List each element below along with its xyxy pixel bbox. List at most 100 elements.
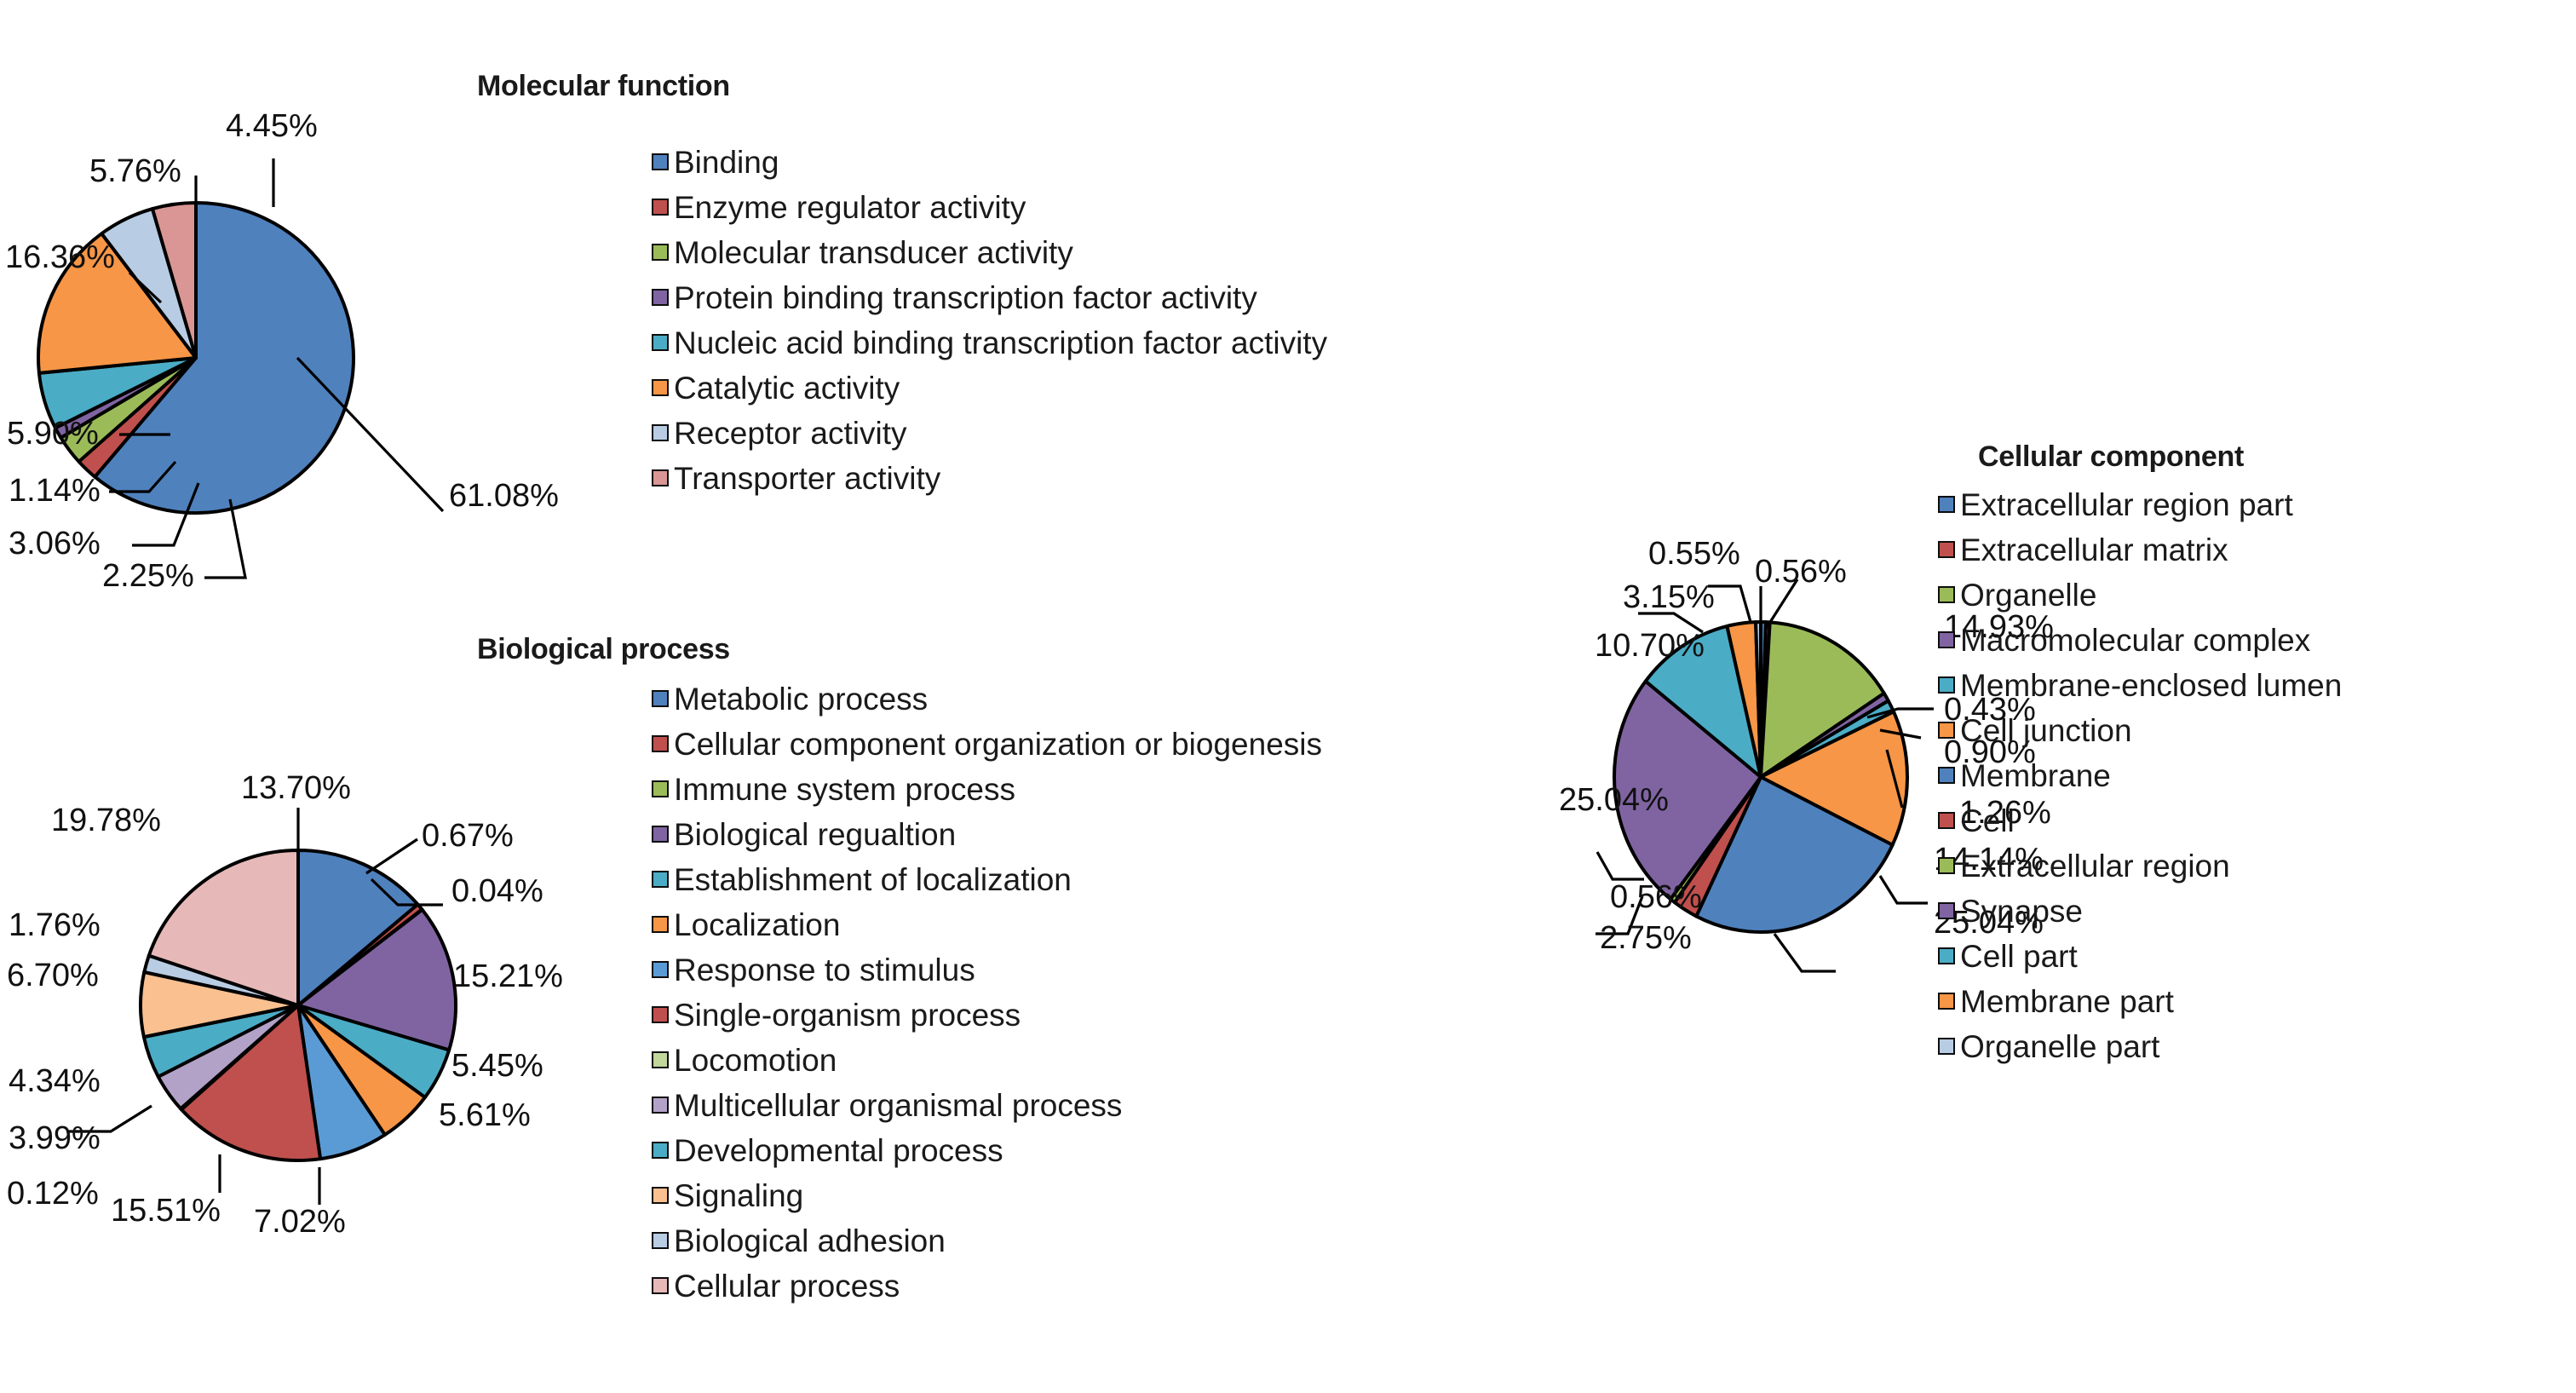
legend-item[interactable]: Extracellular region part xyxy=(1938,482,2342,527)
pie-slice[interactable] xyxy=(1759,710,1909,847)
legend-item[interactable]: Localization xyxy=(652,902,1322,947)
bp-pct-metabolic: 13.70% xyxy=(241,770,351,806)
legend-item[interactable]: Molecular transducer activity xyxy=(652,230,1327,275)
bp-pct-multicellular: 3.99% xyxy=(9,1120,101,1156)
mf-pct-molecular-transducer: 3.06% xyxy=(9,526,101,561)
legend-label: Response to stimulus xyxy=(674,953,975,987)
legend-label: Organelle xyxy=(1960,578,2097,613)
legend-swatch-icon xyxy=(652,1232,669,1249)
pie-slice[interactable] xyxy=(296,907,457,1052)
legend-item[interactable]: Organelle xyxy=(1938,573,2342,618)
legend-item[interactable]: Binding xyxy=(652,140,1327,185)
legend-label: Cellular component organization or bioge… xyxy=(674,727,1323,762)
legend-swatch-icon xyxy=(1938,812,1955,829)
legend-label: Biological adhesion xyxy=(674,1223,946,1258)
biological-process-title: Biological process xyxy=(477,633,730,665)
legend-label: Transporter activity xyxy=(674,461,941,496)
cc-pct-synapse: 25.04% xyxy=(1559,782,1669,818)
legend-item[interactable]: Developmental process xyxy=(652,1128,1322,1173)
bp-pct-single-organism: 15.51% xyxy=(111,1193,221,1229)
legend-swatch-icon xyxy=(1938,993,1955,1010)
legend-item[interactable]: Transporter activity xyxy=(652,456,1327,501)
legend-label: Developmental process xyxy=(674,1133,1003,1168)
legend-item[interactable]: Membrane-enclosed lumen xyxy=(1938,663,2342,708)
legend-label: Extracellular region xyxy=(1960,849,2230,884)
pie-slice[interactable] xyxy=(147,849,300,1007)
cc-pct-cell: 2.75% xyxy=(1600,920,1692,956)
legend-swatch-icon xyxy=(1938,722,1955,739)
cc-pct-macromolecular-complex: 0.90% xyxy=(1944,734,2036,770)
pie-slice[interactable] xyxy=(37,232,198,375)
legend-item[interactable]: Response to stimulus xyxy=(652,947,1322,993)
legend-item[interactable]: Macromolecular complex xyxy=(1938,618,2342,663)
bp-pct-signaling: 6.70% xyxy=(7,958,99,993)
legend-swatch-icon xyxy=(652,1051,669,1068)
bp-pct-localization: 5.61% xyxy=(439,1097,531,1133)
legend-item[interactable]: Establishment of localization xyxy=(652,857,1322,902)
legend-label: Synapse xyxy=(1960,894,2083,929)
legend-swatch-icon xyxy=(1938,947,1955,964)
legend-swatch-icon xyxy=(652,153,669,170)
legend-label: Biological regualtion xyxy=(674,817,957,852)
legend-item[interactable]: Catalytic activity xyxy=(652,366,1327,411)
legend-label: Cell junction xyxy=(1960,713,2132,748)
legend-item[interactable]: Locomotion xyxy=(652,1038,1322,1083)
legend-item[interactable]: Protein binding transcription factor act… xyxy=(652,275,1327,320)
legend-swatch-icon xyxy=(1938,586,1955,603)
cc-pct-cell-part: 10.70% xyxy=(1595,628,1705,664)
mf-pct-nucleic-acid-tf: 5.90% xyxy=(7,416,99,452)
legend-item[interactable]: Organelle part xyxy=(1938,1024,2342,1069)
legend-label: Receptor activity xyxy=(674,416,907,451)
legend-swatch-icon xyxy=(652,334,669,351)
cc-leader-lines xyxy=(1596,578,1934,973)
pie-slice[interactable] xyxy=(1694,775,1895,934)
legend-item[interactable]: Cellular process xyxy=(652,1263,1322,1309)
pie-slice[interactable] xyxy=(179,1004,323,1162)
legend-swatch-icon xyxy=(652,469,669,486)
legend-swatch-icon xyxy=(652,690,669,707)
legend-swatch-icon xyxy=(652,1097,669,1114)
legend-item[interactable]: Synapse xyxy=(1938,889,2342,934)
pie-slice[interactable] xyxy=(1643,624,1762,779)
legend-item[interactable]: Extracellular region xyxy=(1938,843,2342,889)
mf-pct-receptor: 5.76% xyxy=(89,153,181,189)
mf-pct-protein-binding-tf: 1.14% xyxy=(9,473,101,509)
legend-item[interactable]: Membrane part xyxy=(1938,979,2342,1024)
legend-swatch-icon xyxy=(652,424,669,441)
pie-slice[interactable] xyxy=(1613,679,1762,901)
legend-item[interactable]: Signaling xyxy=(652,1173,1322,1218)
legend-item[interactable]: Immune system process xyxy=(652,767,1322,812)
legend-item[interactable]: Cell part xyxy=(1938,934,2342,979)
bp-pct-cellular-process: 19.78% xyxy=(51,803,161,838)
legend-item[interactable]: Biological adhesion xyxy=(652,1218,1322,1263)
bp-pct-locomotion: 0.12% xyxy=(7,1176,99,1212)
legend-item[interactable]: Cellular component organization or bioge… xyxy=(652,722,1322,767)
legend-item[interactable]: Cell xyxy=(1938,798,2342,843)
legend-label: Macromolecular complex xyxy=(1960,623,2311,658)
legend-item[interactable]: Biological regualtion xyxy=(652,812,1322,857)
pie-slice[interactable] xyxy=(1759,620,1886,779)
bp-pct-immune-system: 0.04% xyxy=(451,873,543,909)
legend-label: Protein binding transcription factor act… xyxy=(674,280,1257,315)
legend-item[interactable]: Metabolic process xyxy=(652,676,1322,722)
legend-label: Locomotion xyxy=(674,1043,837,1078)
legend-item[interactable]: Single-organism process xyxy=(652,993,1322,1038)
legend-item[interactable]: Receptor activity xyxy=(652,411,1327,456)
legend-item[interactable]: Multicellular organismal process xyxy=(652,1083,1322,1128)
biological-process-legend: Metabolic process Cellular component org… xyxy=(652,676,1322,1309)
legend-item[interactable]: Extracellular matrix xyxy=(1938,527,2342,573)
legend-item[interactable]: Membrane xyxy=(1938,753,2342,798)
legend-item[interactable]: Enzyme regulator activity xyxy=(652,185,1327,230)
legend-label: Single-organism process xyxy=(674,998,1021,1033)
cc-pct-organelle-part: 0.55% xyxy=(1648,536,1740,572)
pie-slice[interactable] xyxy=(296,849,420,1007)
legend-swatch-icon xyxy=(652,916,669,933)
legend-label: Metabolic process xyxy=(674,682,929,717)
legend-swatch-icon xyxy=(1938,767,1955,784)
bp-leader-lines xyxy=(66,808,443,1205)
bp-pct-biological-adhesion: 1.76% xyxy=(9,907,101,943)
molecular-function-title: Molecular function xyxy=(477,70,730,102)
mf-pct-binding: 61.08% xyxy=(449,478,559,514)
legend-item[interactable]: Nucleic acid binding transcription facto… xyxy=(652,320,1327,366)
legend-item[interactable]: Cell junction xyxy=(1938,708,2342,753)
